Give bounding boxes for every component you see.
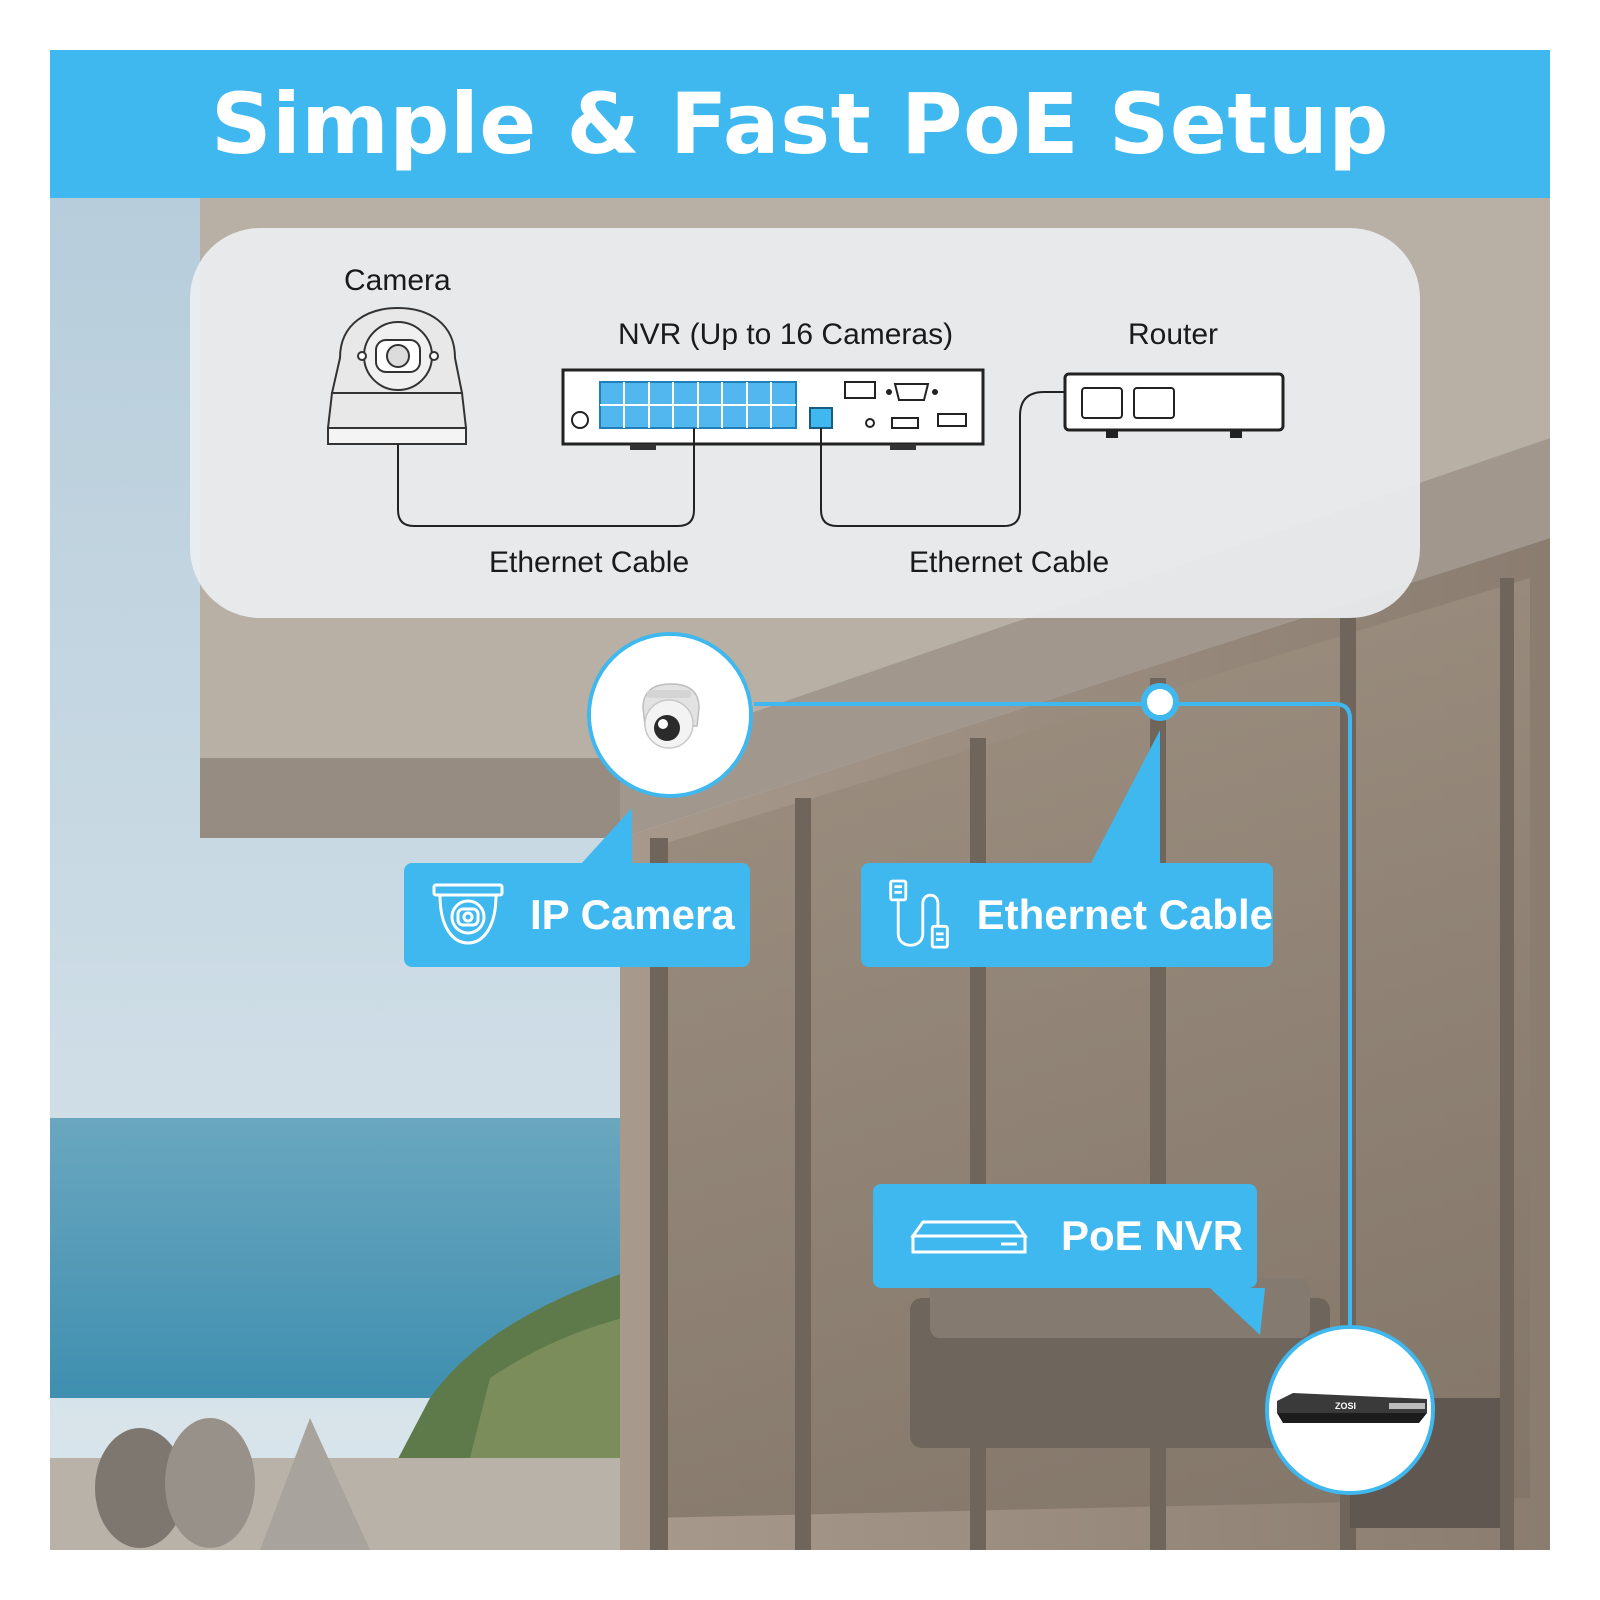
nvr-photo-icon — [1269, 1329, 1431, 1491]
poe-nvr-pointer — [1210, 1288, 1265, 1335]
ip-camera-photo — [587, 632, 753, 798]
connector-lines — [580, 683, 1352, 1340]
camera-icon — [326, 306, 468, 445]
poe-nvr-callout-label: PoE NVR — [1061, 1212, 1244, 1259]
ethernet-cable-line-left — [397, 428, 695, 527]
header-banner: Simple & Fast PoE Setup — [50, 50, 1550, 198]
ethernet-cable-pointer — [1090, 730, 1160, 865]
ethernet-cable-callout-label: Ethernet Cable — [976, 891, 1273, 938]
camera-icon — [432, 883, 504, 945]
wiring-diagram — [326, 306, 1285, 527]
connector-line — [754, 702, 1352, 1340]
nvr-label: NVR (Up to 16 Cameras) — [618, 318, 954, 351]
wiring-diagram-panel: Camera NVR (Up to 16 Cameras) Router Eth… — [190, 228, 1420, 618]
camera-label: Camera — [344, 264, 451, 297]
connector-node — [1141, 683, 1179, 721]
nvr-brand-label: ZOSI — [1335, 1401, 1357, 1411]
router-icon — [1063, 372, 1285, 438]
camera-photo-icon — [591, 636, 749, 794]
nvr-icon — [910, 1220, 1028, 1254]
poe-nvr-callout: PoE NVR — [873, 1184, 1257, 1288]
ip-camera-pointer — [580, 808, 632, 865]
ip-camera-callout: IP Camera — [404, 863, 750, 967]
page-title: Simple & Fast PoE Setup — [211, 75, 1389, 173]
nvr-icon — [561, 368, 985, 450]
ip-camera-callout-label: IP Camera — [530, 891, 735, 938]
ethernet-cable-callout: Ethernet Cable — [861, 863, 1273, 967]
poe-nvr-photo: ZOSI — [1265, 1325, 1435, 1495]
ethernet-cable-label-left: Ethernet Cable — [489, 546, 690, 579]
infographic: Simple & Fast PoE Setup — [50, 50, 1550, 1550]
ethernet-cable-icon — [889, 879, 949, 949]
ethernet-cable-line-right — [820, 391, 1065, 527]
ethernet-cable-label-right: Ethernet Cable — [909, 546, 1110, 579]
router-label: Router — [1128, 318, 1219, 351]
